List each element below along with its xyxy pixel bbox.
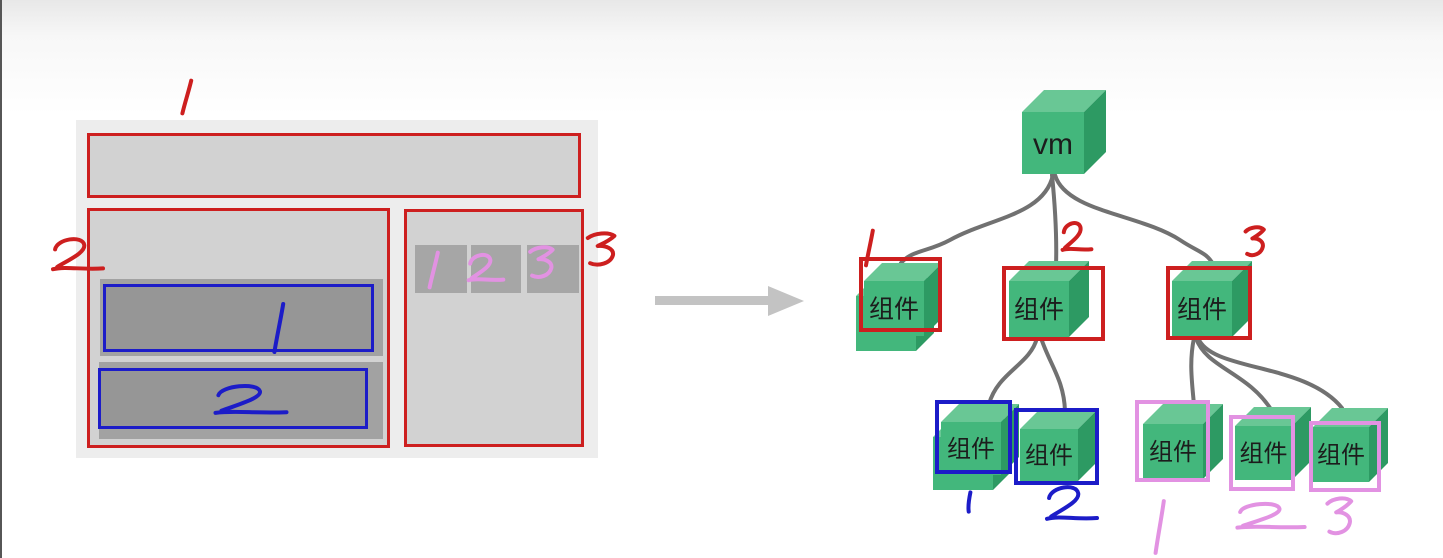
- component-cube-2-2-label: 组件: [1025, 443, 1073, 470]
- blue-outline-2: [1014, 408, 1099, 485]
- content-row-number-1: [272, 302, 286, 354]
- red-outline-1: [859, 257, 942, 332]
- blue-child-number-1: [966, 490, 973, 514]
- wireframe-content-row-1: [103, 284, 374, 352]
- wireframe-sidebar-number: [585, 231, 617, 267]
- top-gradient: [0, 0, 1443, 115]
- component-cube-2-1: 组件: [933, 404, 1019, 490]
- red-outline-2: [1002, 266, 1105, 341]
- tree-connectors: [899, 173, 1344, 413]
- wireframe-slot-1: [415, 245, 467, 293]
- tree-connector: [987, 336, 1039, 406]
- tree-connector: [1050, 173, 1059, 268]
- blue-child-number-2: [1045, 485, 1099, 521]
- content-row-number-2: [213, 384, 289, 415]
- tree-connector: [899, 173, 1055, 265]
- tree-connector: [1189, 336, 1196, 407]
- left-edge-line: [0, 0, 2, 558]
- component-cube-3-label: 组件: [1177, 296, 1227, 324]
- pink-child-number-2: [1235, 501, 1307, 530]
- wireframe-main-number: [51, 237, 105, 272]
- wireframe-header-section: [87, 133, 581, 198]
- wireframe-header-number: [180, 78, 194, 116]
- tree-connector: [1053, 173, 1215, 266]
- slot-number-1: [427, 250, 440, 290]
- component-number-3: [1243, 225, 1266, 258]
- component-cube-1-label: 组件: [869, 296, 919, 324]
- pink-child-number-3: [1325, 496, 1354, 536]
- slot-number-2: [466, 252, 506, 283]
- pink-child-number-1: [1153, 499, 1166, 555]
- tree-connector: [1039, 336, 1067, 413]
- component-cube-3-3: 组件: [1313, 408, 1388, 482]
- component-cube-2-2: 组件: [1020, 409, 1098, 481]
- component-cube-2: 组件: [1009, 261, 1089, 337]
- component-cube-2-label: 组件: [1014, 296, 1064, 324]
- component-cube-3: 组件: [1172, 261, 1252, 337]
- wireframe-content-row-2: [98, 368, 368, 429]
- component-cube-3-1-label: 组件: [1149, 439, 1197, 466]
- right-arrow-icon: [655, 286, 804, 316]
- slot-number-3: [528, 245, 555, 279]
- component-cube-3-1: 组件: [1143, 404, 1223, 479]
- component-cube-2-1-label: 组件: [947, 436, 995, 463]
- pink-outline-3: [1309, 421, 1381, 492]
- component-cube-3-3-label: 组件: [1317, 442, 1365, 469]
- component-number-2: [1060, 221, 1094, 252]
- pink-outline-2: [1229, 415, 1295, 491]
- component-cube-3-2-label: 组件: [1240, 441, 1288, 468]
- tree-connector: [1194, 336, 1274, 413]
- blue-outline-1: [935, 400, 1012, 474]
- component-number-1: [864, 228, 875, 268]
- vm-root-cube: vm: [1022, 90, 1106, 174]
- red-outline-3: [1166, 266, 1252, 340]
- component-cube-1: 组件: [856, 263, 942, 351]
- vm-root-cube-label: vm: [1033, 128, 1073, 161]
- wireframe-slot-2: [471, 245, 521, 293]
- pink-outline-1: [1135, 400, 1210, 482]
- tree-connector: [1196, 336, 1344, 410]
